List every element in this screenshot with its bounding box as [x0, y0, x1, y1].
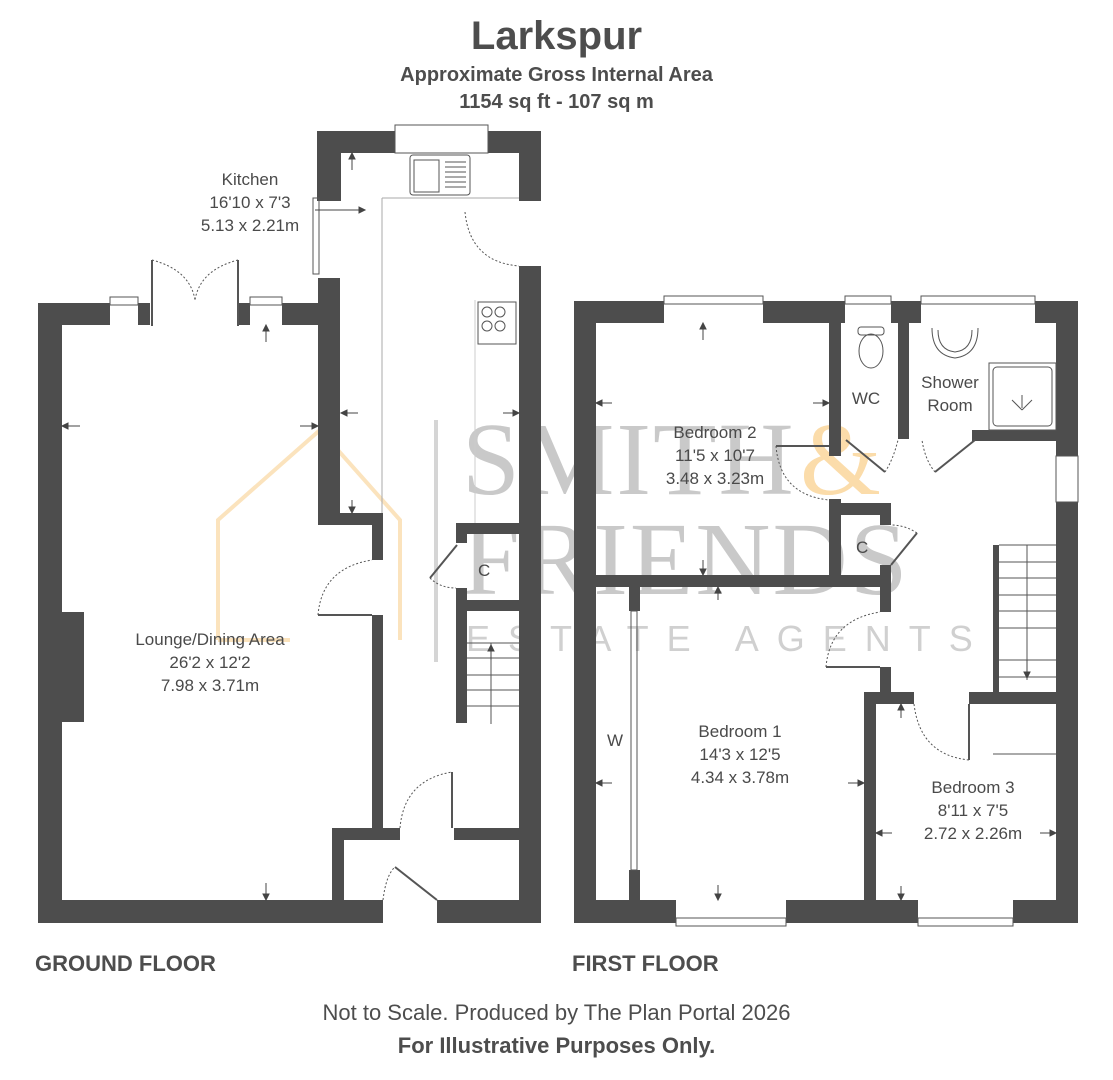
wall: [629, 587, 640, 611]
wall: [332, 828, 400, 840]
room-name: Bedroom 2: [673, 423, 757, 442]
wall: [880, 565, 891, 612]
room-metric: 7.98 x 3.71m: [160, 676, 260, 695]
wall: [372, 513, 383, 560]
footer-illustrative: For Illustrative Purposes Only.: [397, 1033, 716, 1058]
wall: [829, 499, 841, 585]
wall: [880, 503, 891, 525]
wall: [372, 615, 383, 830]
wall: [993, 545, 999, 695]
wall: [437, 900, 541, 923]
chimney-breast: [62, 612, 84, 722]
room-metric: 2.72 x 2.26m: [923, 824, 1023, 843]
room-imperial: 26'2 x 12'2: [169, 653, 251, 672]
area-value: 1154 sq ft - 107 sq m: [459, 91, 654, 113]
wall: [238, 303, 250, 325]
room-wc: WC: [843, 387, 889, 410]
room-imperial: 16'10 x 7'3: [209, 193, 291, 212]
wall: [898, 301, 909, 439]
window: [249, 296, 283, 306]
area-label: Approximate Gross Internal Area: [400, 64, 713, 86]
room-shower: Shower Room: [914, 371, 986, 417]
wall: [972, 430, 1078, 441]
wall: [318, 278, 340, 525]
room-name: Shower Room: [921, 373, 979, 415]
watermark-line1: SMITH: [462, 402, 796, 517]
wall: [454, 828, 520, 840]
room-metric: 5.13 x 2.21m: [200, 216, 300, 235]
room-lounge-dining: Lounge/Dining Area 26'2 x 12'2 7.98 x 3.…: [100, 628, 320, 697]
wall: [1013, 900, 1078, 923]
wall: [864, 692, 914, 704]
room-name: Kitchen: [221, 170, 279, 189]
wall: [1056, 502, 1078, 923]
wall: [456, 523, 521, 534]
wall: [330, 278, 340, 303]
room-name: Bedroom 1: [698, 722, 782, 741]
wall: [519, 266, 541, 923]
wall: [138, 303, 150, 325]
room-bedroom-1: Bedroom 1 14'3 x 12'5 4.34 x 3.78m: [660, 720, 820, 789]
ground-floor-label: GROUND FLOOR: [35, 951, 216, 976]
ground-cupboard-label: C: [478, 561, 491, 580]
room-metric: 3.48 x 3.23m: [665, 469, 765, 488]
wall: [317, 131, 395, 153]
wall: [596, 575, 891, 587]
room-kitchen: Kitchen 16'10 x 7'3 5.13 x 2.21m: [180, 168, 320, 237]
room-metric: 4.34 x 3.78m: [690, 768, 790, 787]
wall: [829, 301, 841, 456]
room-imperial: 14'3 x 12'5: [699, 745, 781, 764]
room-name: Lounge/Dining Area: [135, 630, 285, 649]
wall: [763, 301, 845, 323]
window: [109, 296, 139, 306]
wall: [456, 600, 521, 611]
wall: [786, 900, 918, 923]
room-name: Bedroom 3: [931, 778, 1015, 797]
wall: [519, 131, 541, 201]
wall: [880, 667, 891, 692]
room-imperial: 8'11 x 7'5: [937, 801, 1009, 820]
first-cupboard-label: C: [856, 538, 869, 557]
wall: [456, 523, 467, 543]
wall: [332, 828, 344, 923]
wall: [1056, 301, 1078, 456]
wall: [574, 900, 676, 923]
wall: [38, 303, 110, 325]
plan-title: Larkspur: [470, 14, 643, 58]
wall: [456, 588, 467, 723]
footer-disclaimer: Not to Scale. Produced by The Plan Porta…: [322, 1000, 791, 1025]
wall: [629, 870, 640, 900]
wall: [574, 301, 596, 923]
first-floor-label: FIRST FLOOR: [572, 951, 719, 976]
wardrobe-label: W: [607, 731, 624, 750]
wall: [38, 900, 383, 923]
wall: [38, 303, 62, 923]
wall: [328, 513, 383, 525]
wall: [829, 503, 891, 515]
room-name: WC: [851, 389, 881, 408]
watermark-line3: ESTATE AGENTS: [466, 618, 991, 659]
room-bedroom-2: Bedroom 2 11'5 x 10'7 3.48 x 3.23m: [640, 421, 790, 490]
room-imperial: 11'5 x 10'7: [675, 446, 755, 465]
wall: [864, 692, 876, 923]
wall: [969, 692, 1078, 704]
wall: [574, 301, 664, 323]
room-bedroom-3: Bedroom 3 8'11 x 7'5 2.72 x 2.26m: [898, 776, 1048, 845]
window: [394, 124, 489, 154]
